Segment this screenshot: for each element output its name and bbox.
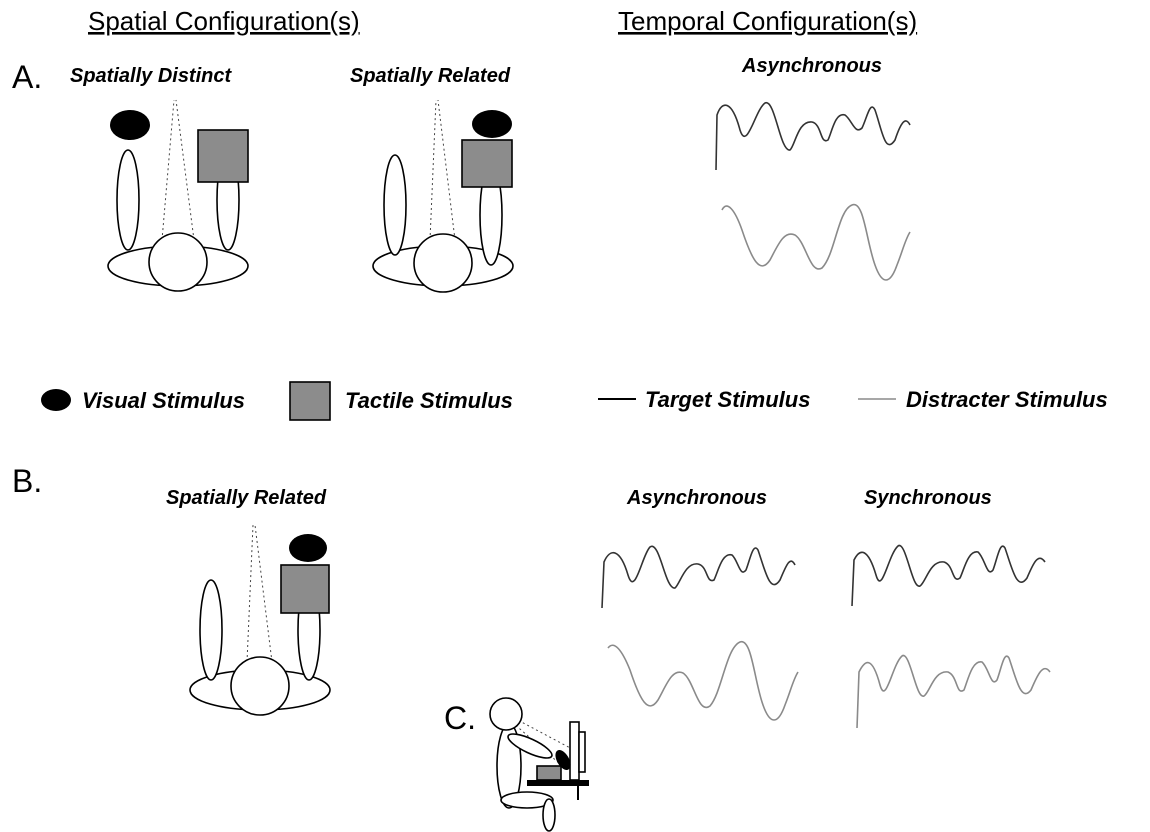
head [148, 232, 208, 292]
tactile-stimulus [280, 564, 330, 614]
label-spatially-related-a: Spatially Related [350, 65, 511, 87]
figure-spatially-related-a [372, 99, 514, 293]
gaze-line [429, 99, 437, 241]
left-arm [383, 154, 407, 256]
tactile-stimulus [461, 139, 513, 188]
wave-b-sync-target [851, 545, 1046, 607]
visual-stimulus [472, 110, 512, 138]
wave-a-async-distracter [721, 204, 911, 281]
tactile-stimulus [197, 129, 249, 183]
visual-device [555, 750, 571, 770]
head [230, 656, 290, 716]
spatial-header: Spatial Configuration(s) [88, 6, 360, 36]
monitor [569, 721, 580, 781]
arm [507, 733, 553, 759]
wave-b-async-target [601, 545, 796, 609]
gaze-line [175, 99, 195, 241]
legend-tactile-label: Tactile Stimulus [345, 388, 513, 413]
legend-target-label: Target Stimulus [645, 387, 810, 412]
gaze-line [254, 524, 273, 663]
tactile-device [536, 765, 562, 781]
legend: Visual Stimulus Tactile Stimulus Target … [41, 381, 1108, 421]
setup-illustration [489, 697, 589, 832]
panel-c-letter: C. [444, 700, 476, 736]
gaze-line [513, 717, 575, 751]
label-asynchronous-b: Asynchronous [626, 487, 767, 509]
visual-stimulus [289, 534, 327, 562]
figure-spatially-distinct [107, 99, 249, 292]
label-spatially-distinct: Spatially Distinct [70, 65, 232, 87]
person-head [489, 697, 523, 731]
left-arm [199, 579, 223, 681]
label-asynchronous-a: Asynchronous [741, 55, 882, 77]
figure-spatially-related-b [189, 524, 331, 716]
monitor-screen [578, 731, 586, 773]
wave-a-async-target [715, 102, 911, 171]
legend-visual-label: Visual Stimulus [82, 388, 245, 413]
thigh [500, 791, 554, 809]
wave-b-async-distracter [607, 641, 799, 721]
wave-b-sync-distracter [856, 655, 1051, 729]
temporal-header: Temporal Configuration(s) [618, 6, 917, 36]
gaze-line [161, 99, 175, 241]
left-arm [116, 149, 140, 251]
legend-visual-swatch [41, 389, 71, 411]
gaze-line [437, 99, 456, 241]
leg [542, 798, 556, 832]
panel-a-letter: A. [12, 59, 42, 95]
legend-tactile-swatch [289, 381, 331, 421]
label-spatially-related-b: Spatially Related [166, 487, 327, 509]
head [413, 233, 473, 293]
visual-stimulus [110, 110, 150, 140]
gaze-line [246, 524, 254, 663]
label-synchronous-b: Synchronous [864, 487, 992, 509]
table-top [527, 780, 589, 786]
legend-distracter-label: Distracter Stimulus [906, 387, 1108, 412]
panel-b-letter: B. [12, 463, 42, 499]
